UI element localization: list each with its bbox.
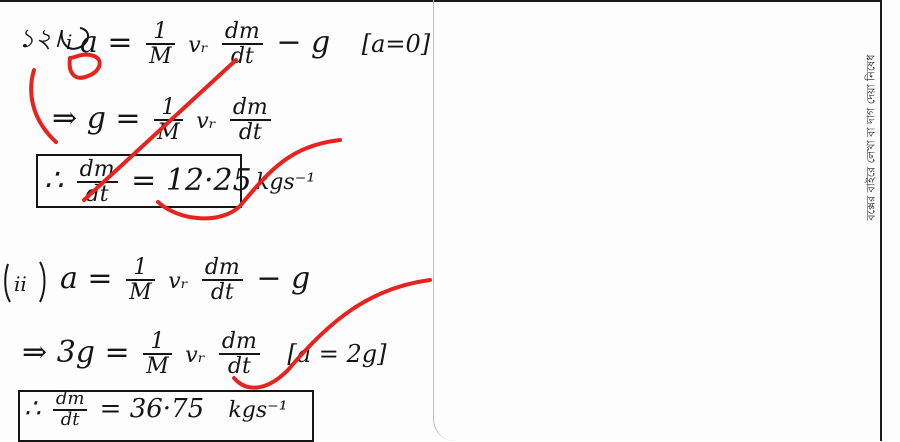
line1-relative-velocity: vᵣ: [188, 33, 209, 59]
line4-lhs: a =: [60, 261, 113, 297]
line3-value: = 12·25: [131, 163, 252, 199]
line2-implies: ⇒: [52, 101, 78, 137]
line2-relative-velocity: vᵣ: [196, 109, 217, 135]
line3-therefore: ∴: [44, 163, 64, 199]
line1-minus-g: − g: [276, 25, 331, 61]
line6-therefore: ∴: [24, 393, 41, 424]
line6-unit: kgs⁻¹: [228, 397, 288, 423]
right-border-line: [880, 0, 882, 441]
line1-lhs: a =: [80, 25, 133, 61]
line6-value: = 36·75: [99, 393, 205, 424]
line5-implies: ⇒: [22, 335, 48, 371]
part-ii-marker: ii: [14, 272, 27, 296]
line2-lhs: g =: [86, 101, 141, 137]
line5-relative-velocity: vᵣ: [185, 343, 206, 369]
line4-minus-g: − g: [256, 261, 311, 297]
margin-warning-note: বক্সের বাইরে লেখা বা দাগ দেয়া নিষেধ: [864, 54, 878, 221]
line1-condition: [a=0]: [361, 30, 431, 59]
line3-unit: kgs⁻¹: [256, 170, 316, 195]
line5-lhs: 3g =: [56, 335, 130, 371]
part-i-marker: i: [66, 30, 73, 54]
blank-panel: [433, 0, 882, 441]
question-number: ১২।: [18, 24, 62, 54]
line4-relative-velocity: vᵣ: [168, 269, 189, 295]
line5-condition: [a = 2g]: [287, 340, 387, 369]
